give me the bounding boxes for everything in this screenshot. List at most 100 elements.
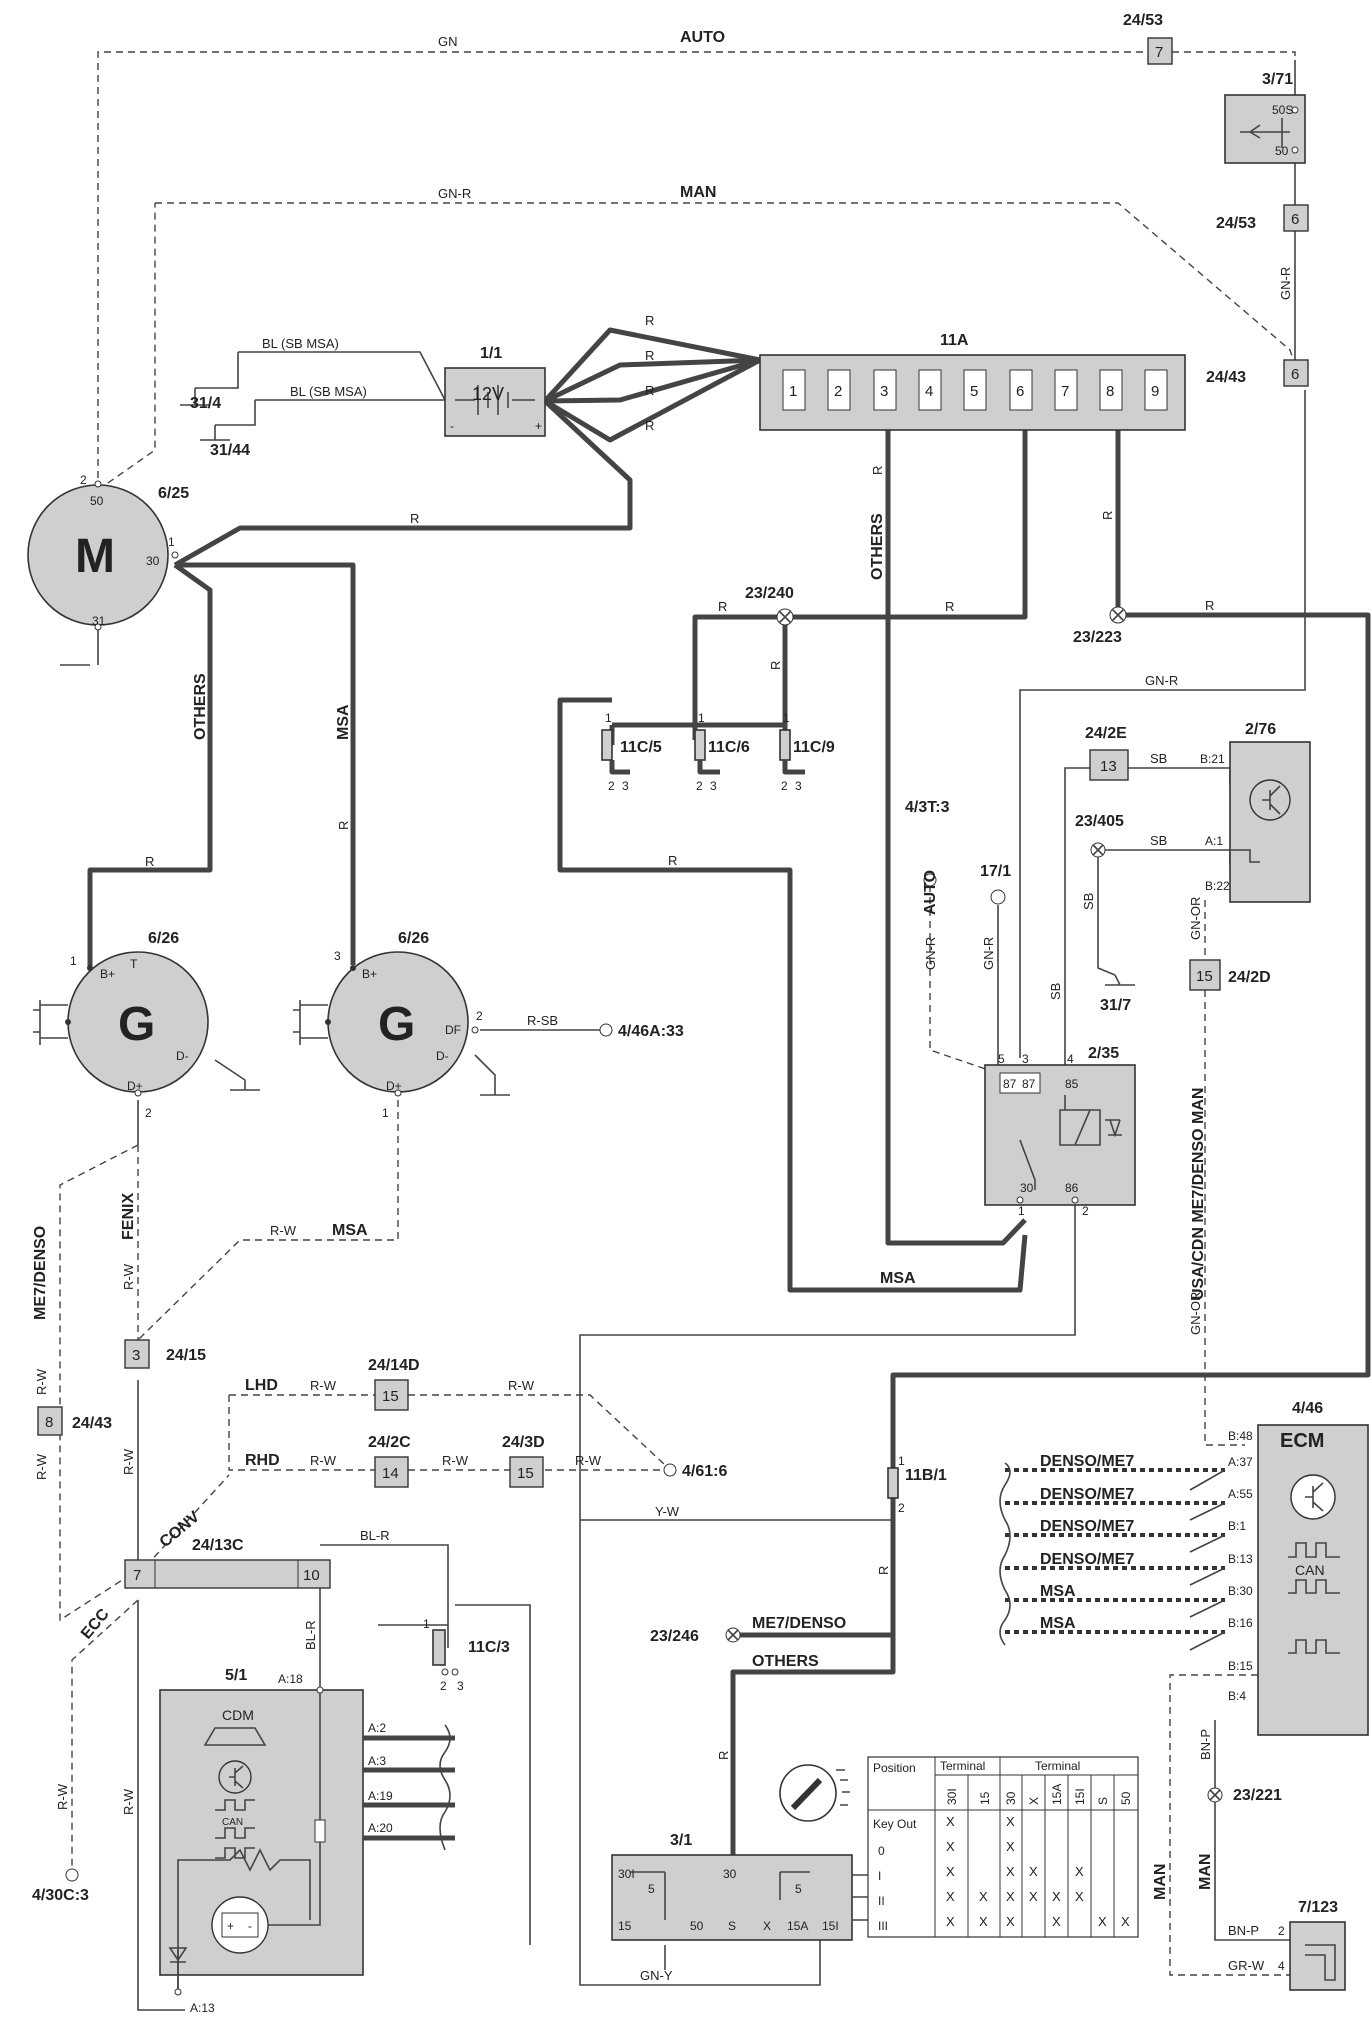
- ign-col-15a: 15A: [1050, 1784, 1064, 1805]
- pin-labels: 2 50 1 30 31 1 B+ T D- D+ 2 3 B+ DF 2 D-…: [70, 103, 1293, 2015]
- ecm-can: CAN: [1295, 1562, 1325, 1578]
- wl-grw: GR-W: [1228, 1958, 1265, 1973]
- wl-auto-v: AUTO: [922, 870, 939, 915]
- pin-a20: A:20: [368, 1821, 393, 1835]
- fuse-3: 3: [880, 383, 888, 400]
- ecm-link-3: DENSO/ME7: [1040, 1518, 1134, 1535]
- ign-mark: X: [1052, 1914, 1061, 1929]
- ign-mark: X: [946, 1839, 955, 1854]
- pin-b1: B:1: [1228, 1519, 1246, 1533]
- pin-p31-motor: 31: [92, 614, 106, 628]
- ignition-table-text: Position Terminal Terminal 30I 15 30 X 1…: [873, 1759, 1133, 1933]
- wl-gnor-low: GN-OR: [1188, 1292, 1203, 1335]
- fuse-4: 4: [925, 383, 933, 400]
- ign-mark: X: [946, 1889, 955, 1904]
- ign-mark: X: [1006, 1839, 1015, 1854]
- ign-mark: X: [946, 1914, 955, 1929]
- ign-row-keyout: Key Out: [873, 1817, 917, 1831]
- box-num-10c: 10: [303, 1567, 320, 1584]
- pin-b4: B:4: [1228, 1689, 1246, 1703]
- pin-p87a: 87: [1003, 1077, 1017, 1091]
- pin-p50s: 50S: [1272, 103, 1293, 117]
- wl-bnp2: BN-P: [1228, 1923, 1259, 1938]
- ign-col-x: X: [1027, 1797, 1041, 1805]
- pin-bminus-sym: -: [248, 1919, 252, 1933]
- wl-rw-lhd1: R-W: [310, 1378, 337, 1393]
- label-23-246: 23/246: [650, 1628, 699, 1645]
- cdm-title: CDM: [222, 1707, 254, 1723]
- label-31-4: 31/4: [190, 395, 221, 412]
- label-11a: 11A: [940, 332, 969, 349]
- wl-r-msa: R: [336, 821, 351, 830]
- wl-me7denso: ME7/DENSO: [32, 1226, 49, 1320]
- ignition-table: [867, 1756, 1139, 1938]
- ecm-title: ECM: [1280, 1430, 1324, 1452]
- wl-fenix: FENIX: [120, 1193, 137, 1240]
- ign-mark: X: [1052, 1889, 1061, 1904]
- box-24-43-low: [37, 1406, 63, 1436]
- label-24-13c: 24/13C: [192, 1537, 244, 1554]
- box-24-2e: [1089, 749, 1129, 781]
- wl-r-31: R: [716, 1751, 731, 1760]
- wl-sb-top: SB: [1150, 751, 1167, 766]
- pin-b15: B:15: [1228, 1659, 1253, 1673]
- wl-rw-left1: R-W: [34, 1368, 49, 1395]
- wl-gny: GN-Y: [640, 1968, 673, 1983]
- wl-rw-cdm: R-W: [121, 1788, 136, 1815]
- wl-man-a: MAN: [1152, 1864, 1169, 1900]
- pin-minus: -: [450, 419, 454, 433]
- wl-r4: R: [645, 418, 654, 433]
- ign-mark: X: [1075, 1864, 1084, 1879]
- wl-sb-a1: SB: [1150, 833, 1167, 848]
- fuse-7: 7: [1061, 383, 1069, 400]
- pin-p1r: 1: [1018, 1204, 1025, 1218]
- wl-blr: BL-R: [360, 1528, 390, 1543]
- pin-t5b: 5: [795, 1882, 802, 1896]
- wl-rw-ecc: R-W: [55, 1783, 70, 1810]
- pin-s2: 2: [1278, 1924, 1285, 1938]
- sensor-2-76: [1229, 741, 1311, 903]
- pin-c3-3: 3: [457, 1679, 464, 1693]
- pin-p85: 85: [1065, 1077, 1079, 1091]
- pin-p2-motor: 2: [80, 473, 87, 487]
- wl-r-motor: R: [410, 511, 419, 526]
- battery: [444, 367, 546, 437]
- pin-bplus-sym: +: [227, 1919, 234, 1933]
- wl-rw-lhd2: R-W: [508, 1378, 535, 1393]
- pin-c3-2: 2: [440, 1679, 447, 1693]
- pin-p1-genb: 1: [382, 1106, 389, 1120]
- wl-r-240v: R: [768, 661, 783, 670]
- wl-rsb: R-SB: [527, 1013, 558, 1028]
- fuse-2: 2: [834, 383, 842, 400]
- wl-msa-left: MSA: [335, 704, 352, 740]
- wl-man-b: MAN: [1197, 1854, 1214, 1890]
- pin-p3-gen: 3: [334, 949, 341, 963]
- box-24-43-top: [1283, 359, 1309, 387]
- connector-24-13c: [124, 1559, 331, 1589]
- wl-r3: R: [645, 383, 654, 398]
- label-3-1: 3/1: [670, 1832, 692, 1849]
- fuse-numbers: 1 2 3 4 5 6 7 8 9: [789, 383, 1159, 400]
- pin-t5a: 5: [648, 1882, 655, 1896]
- wl-gnr-171: GN-R: [981, 937, 996, 970]
- wl-usacdn: USA/CDN ME7/DENSO MAN: [1190, 1088, 1207, 1300]
- splice-23-221: [1207, 1787, 1223, 1803]
- box-num-6a: 6: [1291, 211, 1299, 228]
- ign-mark: X: [1006, 1814, 1015, 1829]
- label-6-26-b: 6/26: [398, 930, 429, 947]
- wl-rw-msa: R-W: [270, 1223, 297, 1238]
- label-24-2e: 24/2E: [1085, 725, 1127, 742]
- ecm-link-1: DENSO/ME7: [1040, 1453, 1134, 1470]
- pin-b1-2: 2: [898, 1501, 905, 1515]
- pin-c6-3: 3: [710, 779, 717, 793]
- wl-rw-left2: R-W: [34, 1453, 49, 1480]
- pin-c9-2: 2: [781, 779, 788, 793]
- box-num-3: 3: [132, 1347, 140, 1364]
- box-num-13: 13: [1100, 758, 1117, 775]
- wl-r-to223: R: [945, 599, 954, 614]
- ignition-key-symbol: [779, 1764, 850, 1822]
- pin-c5-1: 1: [605, 711, 612, 725]
- pin-bplus-b: B+: [362, 967, 377, 981]
- ign-mark: X: [979, 1889, 988, 1904]
- pin-p1-gen: 1: [70, 954, 77, 968]
